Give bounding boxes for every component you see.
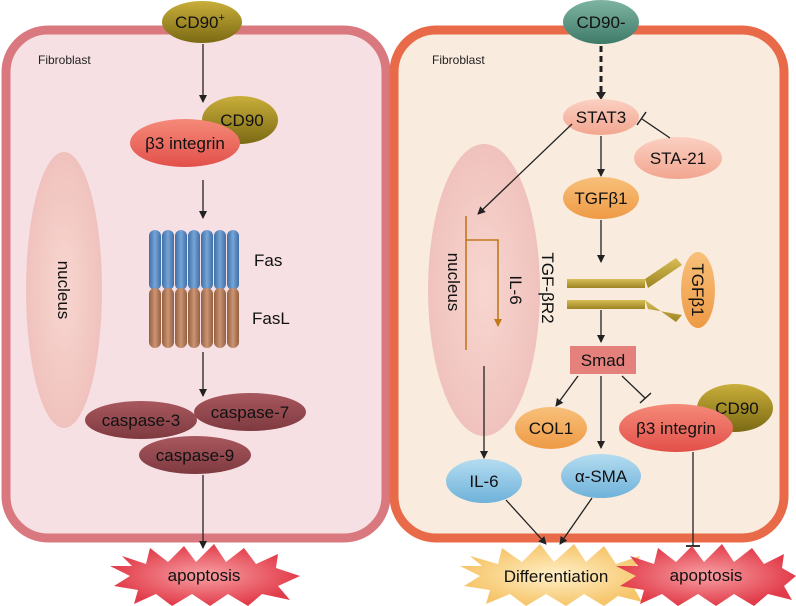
- left-integrin: [130, 119, 240, 167]
- right-cd90-marker-label: CD90-: [576, 13, 625, 32]
- right-cell: Fibroblast nucleus IL-6 CD90- STAT3 STA-…: [389, 0, 796, 606]
- differentiation-label: Differentiation: [504, 567, 609, 586]
- sta21-label: STA-21: [650, 149, 706, 168]
- col1-label: COL1: [529, 419, 573, 438]
- tgfb1-ligand: [681, 252, 715, 328]
- il6-gene-bracket: [465, 216, 498, 350]
- left-cd90-receptor-label: CD90: [220, 111, 263, 130]
- left-cell-label: Fibroblast: [38, 53, 91, 67]
- caspase-3-label: caspase-3: [102, 411, 180, 430]
- right-cd90-marker: [563, 0, 639, 44]
- left-cd90-marker-label: CD90+: [175, 12, 225, 32]
- arrow-il6-differentiation: [505, 499, 547, 545]
- right-nucleus: [428, 144, 540, 436]
- left-cell: Fibroblast nucleus CD90+ CD90 β3 integri…: [1, 1, 391, 606]
- arrow-asma-differentiation: [559, 497, 593, 545]
- caspase-3: [85, 401, 197, 439]
- caspase-9-label: caspase-9: [156, 446, 234, 465]
- caspase-9: [139, 436, 251, 474]
- il6-protein: [446, 459, 522, 503]
- smad-inhibits-integrin: [621, 375, 646, 399]
- left-nucleus-label: nucleus: [54, 261, 73, 320]
- right-integrin: [619, 404, 733, 452]
- fasl-label: FasL: [252, 309, 290, 328]
- right-apoptosis-label: apoptosis: [670, 566, 743, 585]
- smad: [570, 346, 636, 374]
- right-integrin-label: β3 integrin: [636, 419, 716, 438]
- tgfb1: [563, 177, 639, 219]
- tgf-receptor-label: TGF-βR2: [538, 252, 557, 323]
- asma: [561, 454, 641, 498]
- caspase-7-label: caspase-7: [211, 403, 289, 422]
- fas-label: Fas: [254, 251, 282, 270]
- sta21-inhibition-line: [641, 118, 671, 139]
- sta21: [634, 137, 722, 179]
- fasl-ligand-cluster: [149, 288, 239, 348]
- left-cd90-marker: [162, 1, 242, 43]
- il6-gene-label: IL-6: [506, 275, 525, 304]
- arrow-smad-col1: [555, 375, 579, 407]
- tgf-receptor: [567, 258, 682, 322]
- left-apoptosis-label: apoptosis: [168, 566, 241, 585]
- tgfb1-ligand-label: TGFβ1: [688, 263, 707, 316]
- left-integrin-label: β3 integrin: [145, 134, 225, 153]
- left-apoptosis-burst: [110, 544, 300, 606]
- right-nucleus-label: nucleus: [444, 253, 463, 312]
- tgfb1-label: TGFβ1: [574, 189, 627, 208]
- right-cell-label: Fibroblast: [432, 53, 485, 67]
- col1: [515, 407, 587, 449]
- right-apoptosis-burst: [616, 544, 796, 606]
- caspase-7: [194, 393, 306, 431]
- il6-protein-label: IL-6: [469, 472, 498, 491]
- stat3-label: STAT3: [576, 108, 626, 127]
- fas-receptor-cluster: [149, 230, 239, 290]
- differentiation-burst: [460, 544, 652, 606]
- right-cd90-label: CD90: [715, 399, 758, 418]
- stat3: [563, 99, 639, 135]
- left-nucleus: [26, 152, 102, 428]
- asma-label: α-SMA: [575, 467, 628, 486]
- arrow-stat3-nucleus: [477, 123, 573, 215]
- smad-label: Smad: [581, 351, 625, 370]
